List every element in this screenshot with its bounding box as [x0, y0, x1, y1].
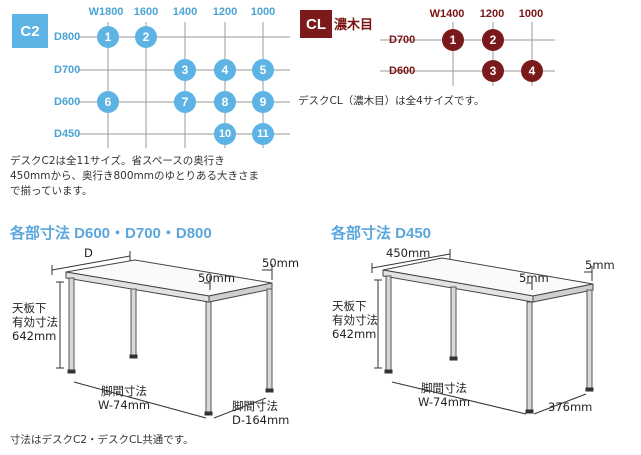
cl-badge: CL	[300, 10, 332, 38]
c2-width-header: 1000	[250, 6, 276, 18]
cl-width-header: 1000	[518, 8, 544, 20]
height-label-line: 642mm	[332, 327, 377, 341]
footnote: 寸法はデスクC2・デスクCL共通です。	[10, 434, 194, 446]
c2-size-marker: 2	[135, 26, 157, 48]
c2-badge: C2	[12, 14, 48, 48]
left-depth-label: D	[84, 246, 93, 260]
c2-size-marker: 7	[174, 91, 196, 113]
leg-label-line: 脚間寸法	[101, 384, 148, 398]
cl-description: デスクCL（濃木目）は全4サイズです。	[298, 95, 485, 107]
c2-size-marker: 4	[214, 59, 236, 81]
cl-depth-header: D700	[389, 34, 416, 46]
cl-width-header: W1400	[429, 8, 465, 20]
c2-description-line: デスクC2は全11サイズ。省スペースの奥行き	[10, 155, 225, 167]
c2-width-header: 1400	[172, 6, 198, 18]
cl-size-marker: 4	[521, 60, 543, 82]
c2-size-marker: 10	[214, 123, 236, 145]
leg-label-line: W-74mm	[418, 395, 471, 409]
c2-description-line: 450mmから、奥行き800mmのゆとりある大きさま	[10, 170, 259, 182]
right-height-label: 天板下 有効寸法 642mm	[332, 299, 378, 341]
left-dim-50mm-outer: 50mm	[262, 256, 300, 270]
section-left-title: 各部寸法 D600・D700・D800	[10, 225, 212, 242]
c2-size-marker: 9	[252, 91, 274, 113]
leg-label-line: W-74mm	[98, 398, 151, 412]
right-leg-width-label: 脚間寸法 W-74mm	[418, 381, 470, 409]
height-label-line: 天板下	[12, 301, 47, 315]
c2-description: デスクC2は全11サイズ。省スペースの奥行き 450mmから、奥行き800mmの…	[10, 154, 259, 199]
right-leg-depth-label: 376mm	[548, 400, 593, 414]
leg-label-line: 脚間寸法	[421, 381, 468, 395]
cl-depth-header: D600	[389, 65, 416, 77]
c2-description-line: で揃っています。	[10, 185, 93, 197]
c2-depth-header: D450	[54, 128, 81, 140]
right-dim-5mm-inner: 5mm	[519, 271, 549, 285]
height-label-line: 有効寸法	[332, 313, 378, 327]
cl-size-marker: 2	[482, 29, 504, 51]
c2-size-marker: 8	[214, 91, 236, 113]
c2-depth-header: D700	[54, 64, 81, 76]
cl-size-marker: 3	[482, 60, 504, 82]
left-height-label: 天板下 有効寸法 642mm	[12, 301, 58, 343]
c2-depth-header: D800	[54, 31, 81, 43]
c2-depth-header: D600	[54, 96, 81, 108]
left-leg-depth-label: 脚間寸法 D-164mm	[232, 399, 289, 427]
c2-width-header: W1800	[88, 6, 124, 18]
c2-size-marker: 5	[252, 59, 274, 81]
c2-size-marker: 1	[97, 26, 119, 48]
left-dim-50mm-inner: 50mm	[198, 271, 236, 285]
height-label-line: 天板下	[332, 299, 367, 313]
right-dim-5mm-outer: 5mm	[585, 258, 615, 272]
c2-size-marker: 3	[174, 59, 196, 81]
cl-subtitle: 濃木目	[334, 18, 374, 33]
leg-label-line: D-164mm	[232, 413, 290, 427]
right-depth-label: 450mm	[386, 246, 431, 260]
height-label-line: 有効寸法	[12, 315, 58, 329]
c2-size-marker: 6	[97, 91, 119, 113]
c2-size-marker: 11	[252, 123, 274, 145]
left-leg-width-label: 脚間寸法 W-74mm	[98, 384, 150, 412]
cl-width-header: 1200	[479, 8, 505, 20]
section-right-title: 各部寸法 D450	[331, 225, 432, 242]
c2-width-header: 1200	[212, 6, 238, 18]
leg-label-line: 脚間寸法	[232, 399, 278, 413]
height-label-line: 642mm	[12, 329, 57, 343]
c2-width-header: 1600	[133, 6, 159, 18]
cl-size-marker: 1	[442, 29, 464, 51]
